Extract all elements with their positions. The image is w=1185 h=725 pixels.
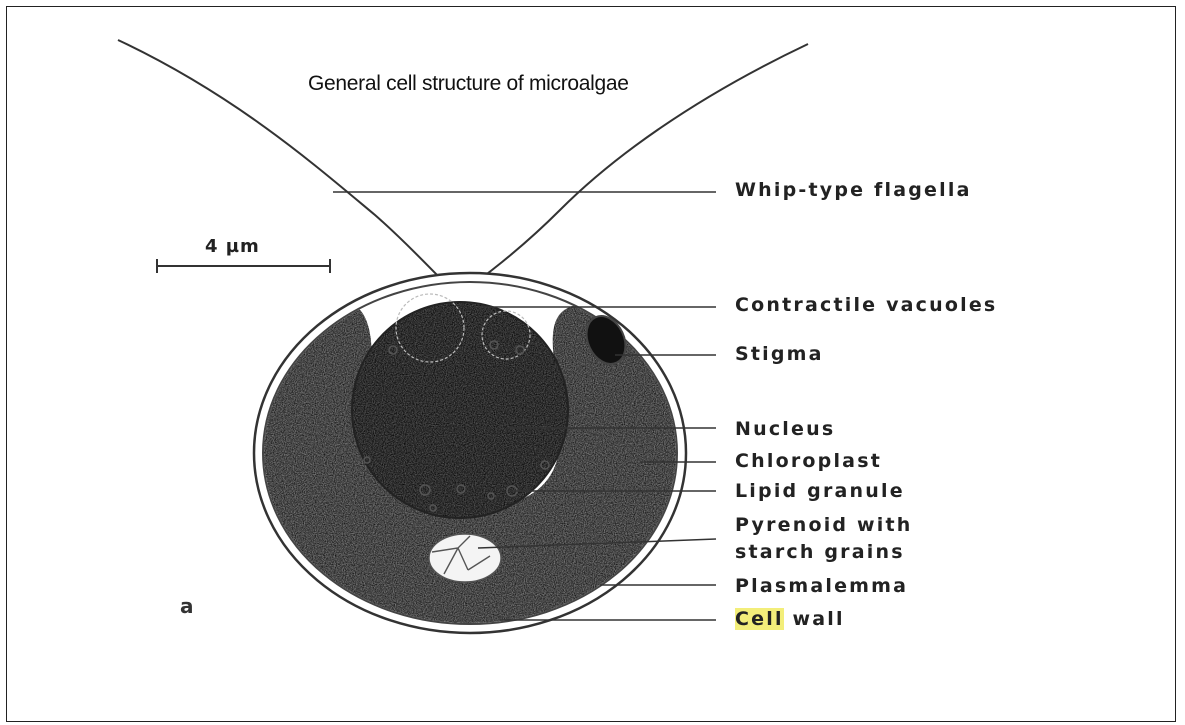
scale-bar [157, 259, 330, 273]
label-flagella: Whip-type flagella [735, 179, 972, 201]
scale-bar-label: 4 µm [205, 236, 260, 257]
panel-letter: a [180, 594, 194, 618]
label-cell-wall-rest: wall [784, 608, 845, 630]
diagram-title: General cell structure of microalgae [308, 72, 629, 96]
label-pyrenoid-line1: Pyrenoid with [735, 514, 913, 536]
pyrenoid [429, 534, 501, 582]
label-cell-wall-highlight: Cell [735, 608, 784, 630]
label-lipid-granule: Lipid granule [735, 480, 905, 502]
label-cell-wall: Cell wall [735, 608, 845, 630]
label-plasmalemma: Plasmalemma [735, 575, 908, 597]
label-stigma: Stigma [735, 343, 824, 365]
label-nucleus: Nucleus [735, 418, 835, 440]
label-pyrenoid-line2: starch grains [735, 541, 905, 563]
label-chloroplast: Chloroplast [735, 450, 882, 472]
label-vacuoles: Contractile vacuoles [735, 294, 997, 316]
